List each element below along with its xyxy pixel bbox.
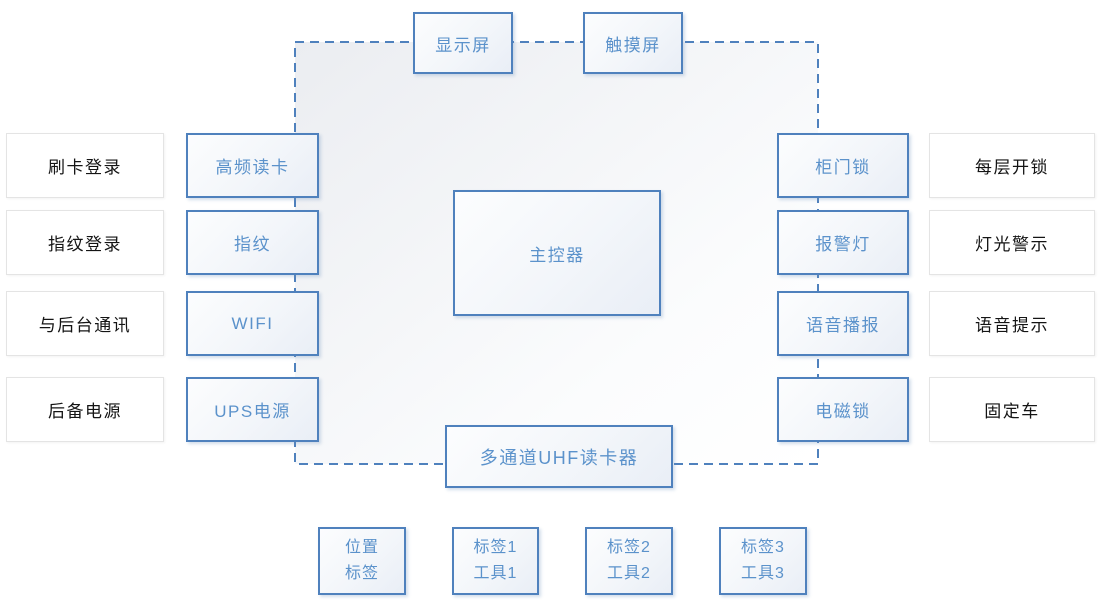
node-voice-broadcast: 语音播报 — [777, 291, 909, 356]
node-label: 柜门锁 — [815, 158, 871, 177]
node-alarm-light: 报警灯 — [777, 210, 909, 275]
node-label: 固定车 — [984, 402, 1040, 421]
node-position-tag: 位置 标签 — [318, 527, 406, 595]
node-label: 指纹登录 — [48, 235, 122, 254]
node-label: 刷卡登录 — [48, 158, 122, 177]
node-label-line1: 标签2 — [607, 539, 651, 556]
label-light-warning: 灯光警示 — [929, 210, 1095, 275]
label-unlock-each-layer: 每层开锁 — [929, 133, 1095, 198]
node-ups-power: UPS电源 — [186, 377, 319, 442]
node-label: 语音播报 — [806, 316, 880, 335]
node-label: 显示屏 — [435, 35, 491, 55]
node-electromagnetic-lock: 电磁锁 — [777, 377, 909, 442]
node-label: 触摸屏 — [605, 35, 661, 55]
node-wifi: WIFI — [186, 291, 319, 356]
node-label: 后备电源 — [48, 402, 122, 421]
node-touch-screen: 触摸屏 — [583, 12, 683, 74]
node-label-line1: 标签1 — [473, 539, 518, 556]
node-label: 高频读卡 — [215, 158, 290, 177]
node-tag3-tool3: 标签3 工具3 — [719, 527, 807, 595]
node-label: 灯光警示 — [975, 235, 1049, 254]
node-label-line1: 标签3 — [741, 539, 785, 556]
label-backend-communication: 与后台通讯 — [6, 291, 164, 356]
node-label-line2: 工具3 — [741, 565, 785, 582]
node-tag1-tool1: 标签1 工具1 — [452, 527, 539, 595]
node-label: 报警灯 — [815, 235, 871, 254]
node-tag2-tool2: 标签2 工具2 — [585, 527, 673, 595]
label-swipe-login: 刷卡登录 — [6, 133, 164, 198]
label-fixed-cart: 固定车 — [929, 377, 1095, 442]
node-cabinet-door-lock: 柜门锁 — [777, 133, 909, 198]
label-voice-prompt: 语音提示 — [929, 291, 1095, 356]
node-label: WIFI — [231, 313, 274, 333]
node-uhf-reader: 多通道UHF读卡器 — [445, 425, 673, 488]
node-hf-card-reader: 高频读卡 — [186, 133, 319, 198]
node-label: 电磁锁 — [815, 402, 871, 421]
node-display-screen: 显示屏 — [413, 12, 513, 74]
node-label-line2: 工具2 — [607, 565, 651, 582]
node-label: 指纹 — [234, 235, 271, 254]
node-label: 多通道UHF读卡器 — [479, 447, 639, 468]
node-label: 每层开锁 — [975, 158, 1049, 177]
label-backup-power: 后备电源 — [6, 377, 164, 442]
node-label: 与后台通讯 — [38, 316, 132, 335]
node-label-line2: 标签 — [344, 565, 379, 582]
node-fingerprint: 指纹 — [186, 210, 319, 275]
node-label-line2: 工具1 — [473, 565, 518, 582]
node-label: 语音提示 — [975, 316, 1049, 335]
node-main-controller: 主控器 — [453, 190, 661, 316]
node-label-line1: 位置 — [344, 539, 379, 556]
node-label: UPS电源 — [214, 402, 291, 421]
node-label: 主控器 — [529, 245, 585, 265]
label-fingerprint-login: 指纹登录 — [6, 210, 164, 275]
